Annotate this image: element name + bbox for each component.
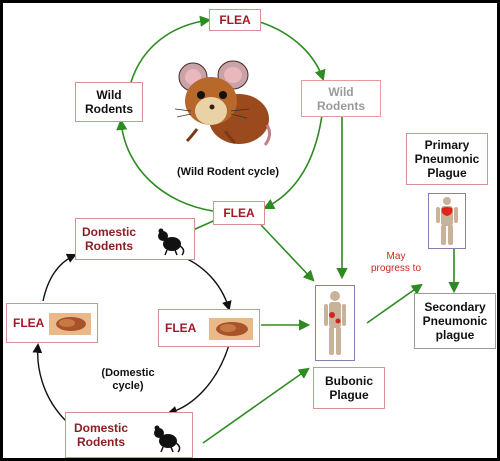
arrow-flea-to-wild-rodents-right xyxy=(259,21,326,82)
flea-right-box: FLEA xyxy=(158,309,260,347)
flea-left-label: FLEA xyxy=(13,316,45,330)
wild-rodents-right-line2: Rodents xyxy=(317,98,365,113)
domestic-cycle-line2: cycle) xyxy=(112,380,144,392)
secondary-line2: Pneumonic xyxy=(422,314,488,328)
arrow-wild-rodents-left-to-flea xyxy=(130,15,212,83)
primary-line2: Pneumonic xyxy=(414,152,480,166)
domestic-rodents-bottom-line1: Domestic xyxy=(74,421,129,435)
secondary-line1: Secondary xyxy=(424,300,486,314)
flea-middle-box: FLEA xyxy=(213,201,265,225)
primary-body-figure xyxy=(436,197,458,245)
wild-rodent-illustration xyxy=(174,60,272,146)
primary-figure-box xyxy=(428,193,466,249)
bubonic-line2: Plague xyxy=(329,388,369,402)
domestic-rodents-bottom-box: Domestic Rodents xyxy=(65,412,193,458)
arrow-flea-to-domestic-rodents-bottom xyxy=(167,344,230,416)
connector-layer xyxy=(32,15,460,444)
arrow-domestic-rodents-to-bubonic xyxy=(202,367,310,444)
primary-pneumonic-box: Primary Pneumonic Plague xyxy=(406,133,488,185)
wild-rodents-left-box: Wild Rodents xyxy=(75,82,143,122)
may-progress-label: May progress to xyxy=(365,251,427,275)
wild-rodents-right-line1: Wild xyxy=(328,84,354,99)
plague-transmission-diagram: FLEA Wild Rodents Wild Rodents (Wild Rod… xyxy=(3,3,497,458)
domestic-rodents-bottom-line2: Rodents xyxy=(77,435,126,449)
arrow-wild-rodents-right-to-flea xyxy=(262,114,323,210)
domestic-cycle-label: (Domestic cycle) xyxy=(83,367,173,393)
may-progress-line1: May xyxy=(386,251,406,262)
flea-top-label: FLEA xyxy=(219,13,251,27)
rat-icon-bottom xyxy=(154,425,181,453)
primary-line1: Primary xyxy=(424,138,470,152)
arrow-left-flea-to-domestic-rodents xyxy=(42,253,77,302)
bubonic-plague-box: Bubonic Plague xyxy=(313,367,385,409)
domestic-rodents-top-line1: Domestic xyxy=(82,225,137,239)
arrow-bubonic-to-primary xyxy=(366,283,423,324)
wild-rodents-right-box: Wild Rodents xyxy=(301,80,381,117)
secondary-line3: plague xyxy=(435,328,475,342)
rat-icon-top xyxy=(158,228,185,256)
domestic-cycle-line1: (Domestic xyxy=(101,367,155,379)
secondary-pneumonic-box: Secondary Pneumonic plague xyxy=(414,293,496,349)
primary-line3: Plague xyxy=(427,166,467,180)
arrow-flea-to-wild-rodents-left xyxy=(116,118,214,212)
may-progress-line2: progress to xyxy=(370,263,422,274)
wild-rodents-left-line1: Wild xyxy=(96,88,122,102)
flea-left-box: FLEA xyxy=(6,303,98,343)
wild-rodents-left-line2: Rodents xyxy=(85,102,133,116)
domestic-rodents-top-box: Domestic Rodents xyxy=(75,218,195,260)
bubonic-body-figure xyxy=(324,291,346,355)
bubonic-line1: Bubonic xyxy=(325,374,373,388)
flea-left-image xyxy=(49,313,91,335)
flea-right-label: FLEA xyxy=(165,321,197,335)
arrow-mid-flea-to-bubonic xyxy=(260,224,315,282)
bubonic-figure-box xyxy=(315,285,355,361)
arrow-domestic-rodents-to-left-flea xyxy=(32,343,67,422)
arrow-domestic-rodents-to-flea xyxy=(182,256,232,311)
domestic-rodents-top-text: Domestic Rodents xyxy=(82,225,136,253)
flea-middle-label: FLEA xyxy=(223,206,255,220)
wild-cycle-label: (Wild Rodent cycle) xyxy=(177,166,279,178)
domestic-rodents-top-line2: Rodents xyxy=(85,239,134,253)
flea-top-box: FLEA xyxy=(209,9,261,31)
flea-right-image xyxy=(209,318,253,340)
domestic-rodents-bottom-text: Domestic Rodents xyxy=(74,421,128,449)
